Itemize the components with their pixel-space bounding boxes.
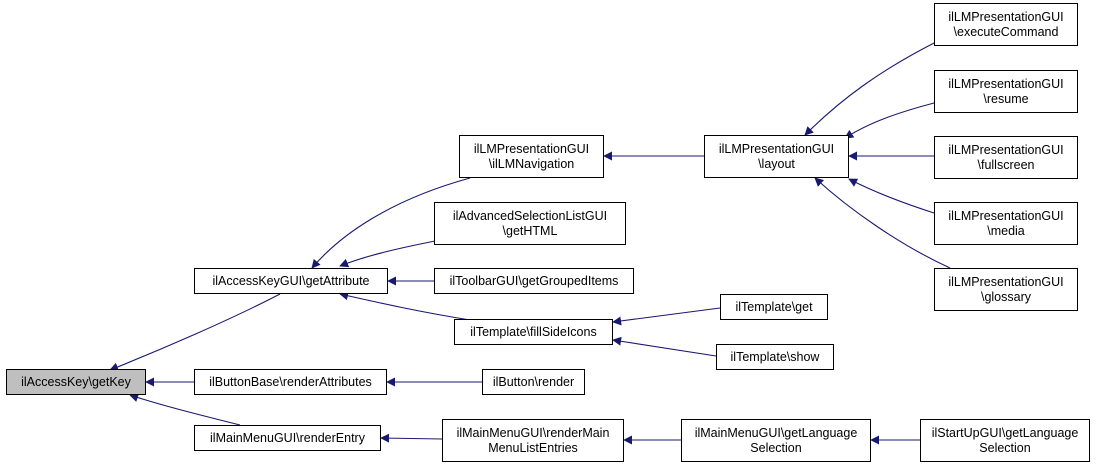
caller-function-node[interactable]: ilLMPresentationGUI\media xyxy=(934,202,1078,245)
node-label-line: \executeCommand xyxy=(953,24,1059,39)
node-label-line: ilLMPresentationGUI xyxy=(948,9,1064,24)
node-label-line: \resume xyxy=(983,91,1029,106)
node-label-line: ilMainMenuGUI\getLanguage xyxy=(694,425,858,440)
node-label-line: ilButton\render xyxy=(492,374,575,389)
call-edge-n12-to-n7 xyxy=(612,336,717,357)
caller-function-node[interactable]: ilLMPresentationGUI\fullscreen xyxy=(934,136,1078,179)
node-label-line: ilLMPresentationGUI xyxy=(718,141,835,156)
call-edge-n17-to-n10 xyxy=(848,178,935,214)
call-edge-n1-to-n0 xyxy=(109,293,281,372)
call-edge-n15-to-n10 xyxy=(844,102,935,139)
node-label-line: ilTemplate\show xyxy=(730,349,820,364)
caller-function-node[interactable]: ilLMPresentationGUI\executeCommand xyxy=(934,3,1078,46)
node-label-line: ilToolbarGUI\getGroupedItems xyxy=(449,273,619,288)
root-function-node: ilAccessKey\getKey xyxy=(6,369,146,395)
node-label-line: \ilLMNavigation xyxy=(488,156,575,171)
call-edge-n7-to-n1 xyxy=(339,291,471,321)
call-edge-n3-to-n0 xyxy=(129,393,241,426)
node-label-line: MenuListEntries xyxy=(488,440,578,455)
call-edge-n18-to-n10 xyxy=(814,177,951,269)
node-label-line: ilLMPresentationGUI xyxy=(948,274,1064,289)
caller-function-node[interactable]: ilMainMenuGUI\renderEntry xyxy=(194,425,381,451)
node-label-line: ilAccessKey\getKey xyxy=(21,374,131,389)
caller-function-node[interactable]: ilAdvancedSelectionListGUI\getHTML xyxy=(434,202,626,245)
node-label-line: \layout xyxy=(758,156,795,171)
node-label-line: \media xyxy=(987,223,1025,238)
call-edge-n9-to-n3 xyxy=(380,433,443,443)
caller-function-node[interactable]: ilLMPresentationGUI\glossary xyxy=(934,268,1078,311)
node-label-line: \glossary xyxy=(980,289,1032,304)
node-label-line: ilLMPresentationGUI xyxy=(948,76,1064,91)
node-label-line: ilLMPresentationGUI xyxy=(473,141,590,156)
caller-function-node[interactable]: ilButton\render xyxy=(482,369,585,395)
caller-function-node[interactable]: ilLMPresentationGUI\layout xyxy=(704,135,849,178)
call-edge-n5-to-n1 xyxy=(339,239,441,268)
caller-function-node[interactable]: ilTemplate\get xyxy=(720,294,828,320)
node-label-line: ilMainMenuGUI\renderEntry xyxy=(210,430,365,445)
caller-function-node[interactable]: ilLMPresentationGUI\ilLMNavigation xyxy=(459,135,604,178)
caller-function-node[interactable]: ilButtonBase\renderAttributes xyxy=(194,369,387,395)
caller-function-node[interactable]: ilAccessKeyGUI\getAttribute xyxy=(194,268,388,294)
node-label-line: ilLMPresentationGUI xyxy=(948,142,1064,157)
node-label-line: ilButtonBase\renderAttributes xyxy=(209,374,372,389)
call-edge-n4-to-n1 xyxy=(311,177,471,269)
node-label-line: ilLMPresentationGUI xyxy=(948,208,1064,223)
caller-function-node[interactable]: ilTemplate\show xyxy=(716,344,834,370)
caller-function-node[interactable]: ilLMPresentationGUI\resume xyxy=(934,70,1078,113)
call-edge-n11-to-n7 xyxy=(612,307,721,326)
node-label-line: ilAccessKeyGUI\getAttribute xyxy=(212,273,370,288)
node-label-line: ilAdvancedSelectionListGUI xyxy=(452,208,608,223)
node-label-line: Selection xyxy=(750,440,802,455)
node-label-line: Selection xyxy=(979,440,1031,455)
node-label-line: ilMainMenuGUI\renderMain xyxy=(456,425,610,440)
caller-function-node[interactable]: ilToolbarGUI\getGroupedItems xyxy=(434,268,634,294)
caller-function-node[interactable]: ilTemplate\fillSideIcons xyxy=(454,319,613,345)
node-label-line: \getHTML xyxy=(502,223,558,238)
node-label-line: ilTemplate\fillSideIcons xyxy=(470,324,597,339)
call-edge-n14-to-n10 xyxy=(804,39,941,136)
node-label-line: ilStartUpGUI\getLanguage xyxy=(931,425,1079,440)
node-label-line: ilTemplate\get xyxy=(735,299,813,314)
node-label-line: \fullscreen xyxy=(977,157,1035,172)
